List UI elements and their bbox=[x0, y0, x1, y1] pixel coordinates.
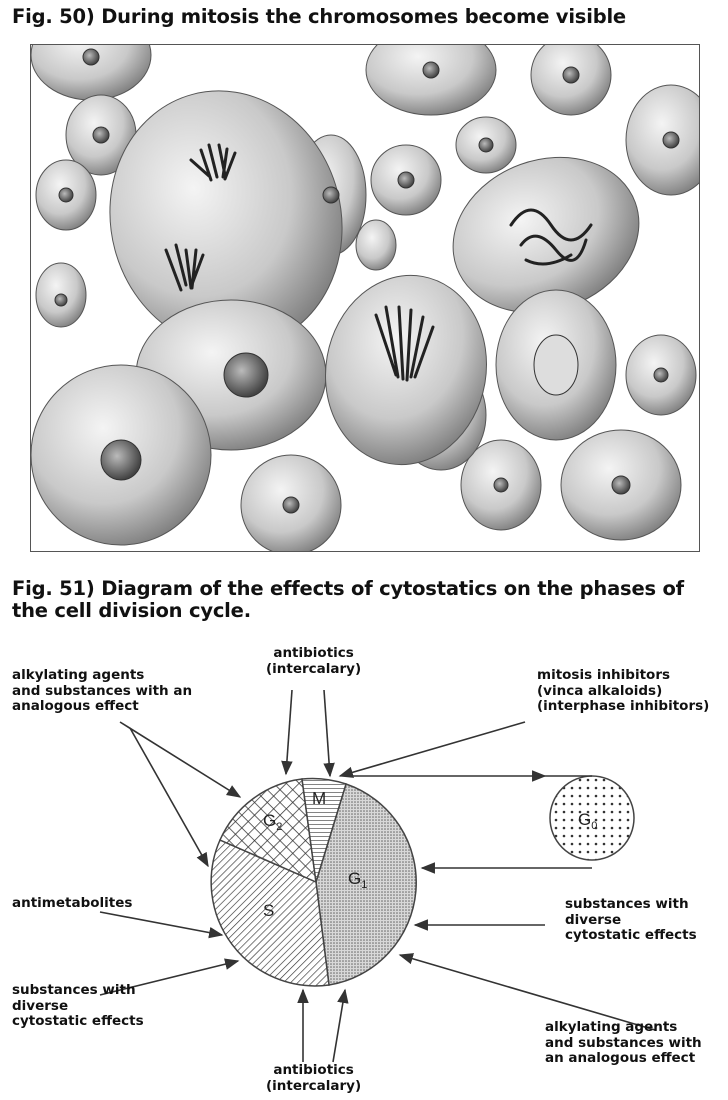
label-antibiotics-bottom: antibiotics (intercalary) bbox=[266, 1062, 362, 1094]
phase-g2-label: G2 bbox=[263, 811, 282, 833]
phase-g2-segment bbox=[219, 778, 317, 884]
label-antibiotics-top: antibiotics (intercalary) bbox=[266, 645, 362, 677]
figure-51-title: Fig. 51) Diagram of the effects of cytos… bbox=[12, 577, 684, 622]
phase-g0-circle bbox=[549, 775, 635, 861]
phase-g0-label: G0 bbox=[578, 810, 597, 832]
phase-g1-label: G1 bbox=[348, 869, 367, 891]
label-alkylating-right: alkylating agents and substances with an… bbox=[545, 1019, 702, 1066]
label-diverse-left: substances with diverse cytostatic effec… bbox=[12, 982, 144, 1029]
label-diverse-right: substances with diverse cytostatic effec… bbox=[565, 896, 697, 943]
label-antimetabolites: antimetabolites bbox=[12, 895, 133, 911]
phase-m-segment bbox=[301, 777, 347, 883]
mitosis-cells-illustration bbox=[30, 44, 700, 552]
phase-g1-segment bbox=[315, 783, 417, 986]
phase-m-label: M bbox=[312, 789, 326, 808]
label-mitosis-inhibitors: mitosis inhibitors (vinca alkaloids) (in… bbox=[537, 667, 710, 714]
phase-s-segment bbox=[210, 839, 330, 987]
figure-50-title: Fig. 50) During mitosis the chromosomes … bbox=[12, 5, 626, 28]
arrows bbox=[99, 689, 656, 1063]
phase-s-label: S bbox=[263, 901, 274, 920]
label-alkylating-left: alkylating agents and substances with an… bbox=[12, 667, 193, 714]
